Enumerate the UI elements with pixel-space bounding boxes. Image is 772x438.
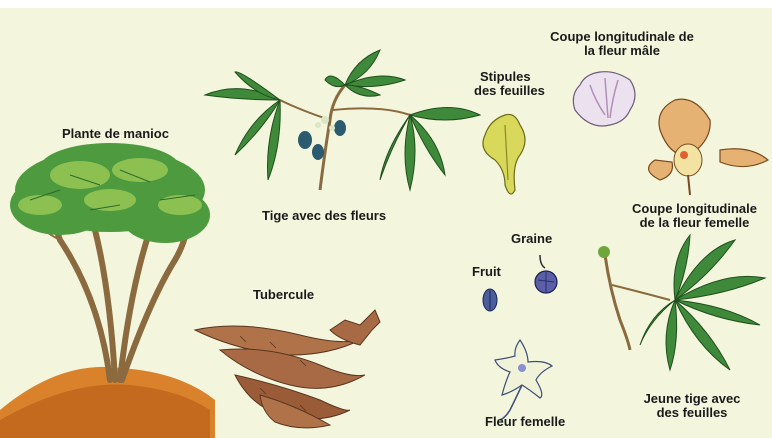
label-female-flower: Fleur femelle bbox=[485, 415, 565, 429]
label-female-section-line2: de la fleur femelle bbox=[622, 216, 767, 230]
label-female-section-line1: Coupe longitudinale bbox=[622, 202, 767, 216]
label-stipules-line1: Stipules bbox=[474, 70, 564, 84]
label-young-stem-line1: Jeune tige avec bbox=[632, 392, 752, 406]
female-flower-illustration bbox=[495, 340, 552, 420]
label-young-stem: Jeune tige avec des feuilles bbox=[632, 392, 752, 420]
label-male-line2: la fleur mâle bbox=[532, 44, 712, 58]
label-stipules: Stipules des feuilles bbox=[474, 70, 564, 98]
label-tuber: Tubercule bbox=[253, 288, 314, 302]
label-male-line1: Coupe longitudinale de bbox=[532, 30, 712, 44]
label-stipules-line2: des feuilles bbox=[474, 84, 564, 98]
label-fruit: Fruit bbox=[472, 265, 501, 279]
male-flower-section-illustration bbox=[573, 72, 635, 126]
label-cassava-plant: Plante de manioc bbox=[62, 127, 169, 141]
seed-illustration bbox=[535, 255, 557, 293]
young-stem-illustration bbox=[598, 235, 765, 370]
stem-with-flowers-illustration bbox=[205, 50, 480, 190]
label-stem-with-flowers: Tige avec des fleurs bbox=[262, 209, 386, 223]
fruit-illustration bbox=[483, 289, 497, 311]
tuber-illustration bbox=[195, 310, 380, 428]
cassava-plant-illustration bbox=[0, 143, 215, 438]
label-male-flower-section: Coupe longitudinale de la fleur mâle bbox=[532, 30, 712, 58]
label-young-stem-line2: des feuilles bbox=[632, 406, 752, 420]
label-seed: Graine bbox=[511, 232, 552, 246]
female-flower-section-illustration bbox=[649, 99, 768, 195]
leaf-stipules-illustration bbox=[483, 114, 525, 194]
label-female-flower-section: Coupe longitudinale de la fleur femelle bbox=[622, 202, 767, 230]
